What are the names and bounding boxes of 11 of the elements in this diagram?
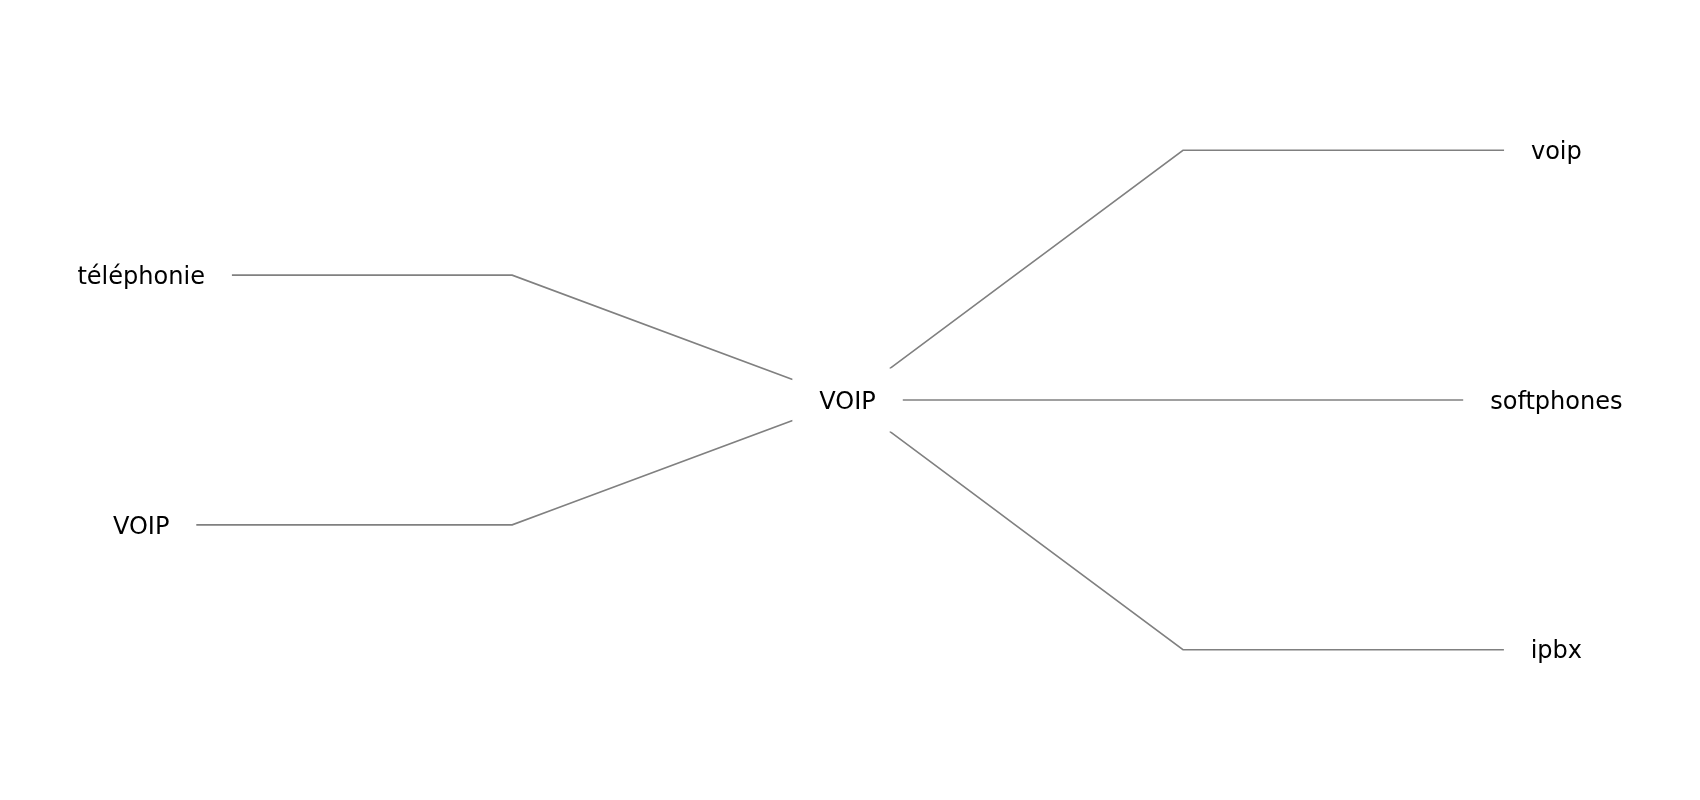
connector — [230, 274, 794, 381]
node-text: ipbx — [1530, 635, 1583, 664]
connector — [195, 419, 794, 526]
connector — [888, 430, 1505, 651]
node-text: téléphonie — [77, 261, 205, 290]
node-text: VOIP — [112, 510, 170, 539]
connector — [901, 399, 1465, 401]
node-text: voip — [1530, 136, 1582, 165]
node-text: VOIP — [819, 385, 876, 415]
connector — [888, 149, 1506, 370]
node-text: softphones — [1490, 385, 1623, 415]
